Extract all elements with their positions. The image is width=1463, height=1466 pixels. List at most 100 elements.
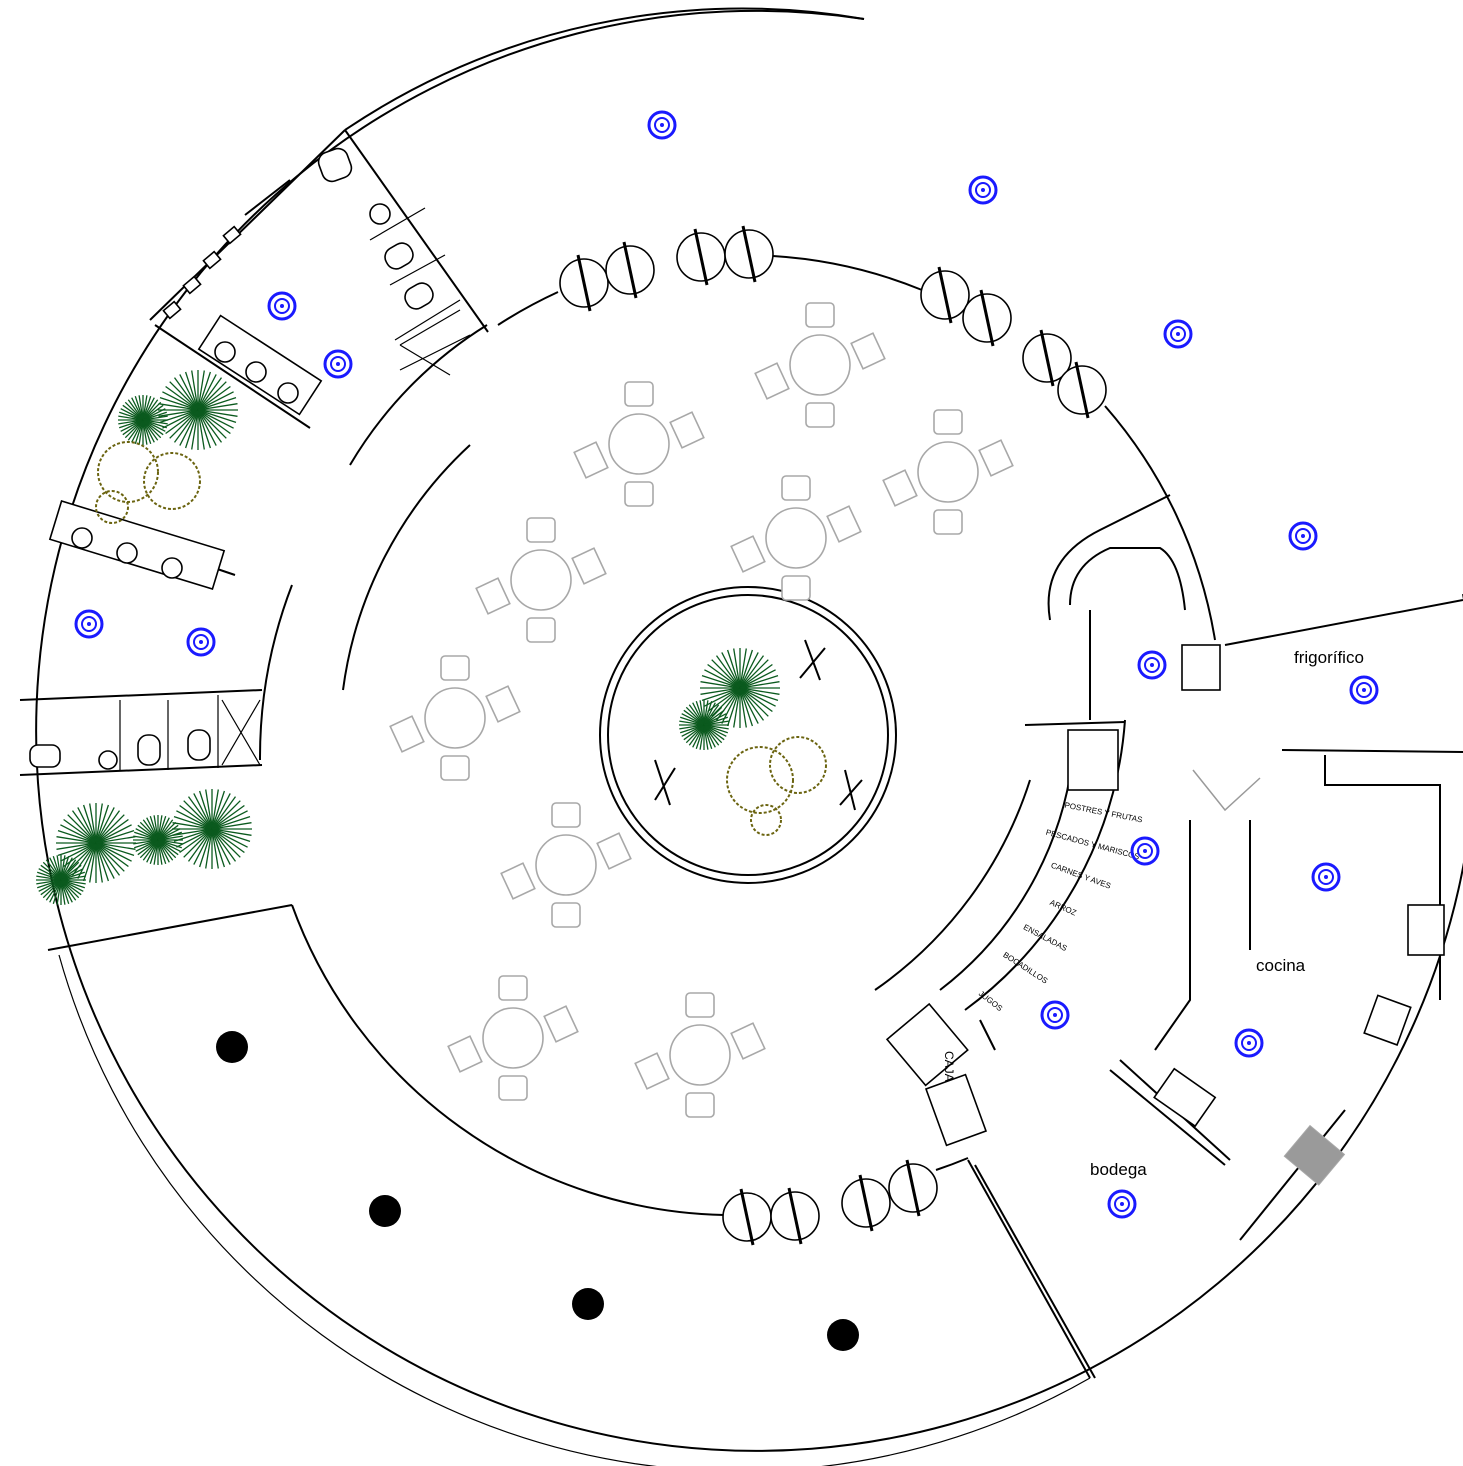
chair [498, 975, 528, 1001]
ceiling-light [647, 110, 677, 140]
restroom-block [149, 129, 489, 429]
glass-door [920, 266, 970, 324]
ceiling-light [323, 349, 353, 379]
palm-plant [36, 855, 86, 905]
chair [596, 832, 632, 870]
counter-section-label: JUGOS [977, 989, 1004, 1013]
glass-door [1057, 361, 1107, 419]
chair [551, 902, 581, 928]
chair [730, 535, 766, 573]
chair [389, 715, 425, 753]
dining-table [730, 475, 862, 601]
chair [805, 302, 835, 328]
chair [526, 617, 556, 643]
glass-door [559, 254, 609, 312]
dining-table [754, 302, 886, 428]
ceiling-light [1130, 836, 1160, 866]
ceiling-light [74, 609, 104, 639]
column [369, 1195, 401, 1227]
ceiling-light [1107, 1189, 1137, 1219]
chair [933, 509, 963, 535]
restroom-block-left [19, 500, 293, 951]
glass-door [605, 241, 655, 299]
chair [978, 439, 1014, 477]
chair [850, 332, 886, 370]
chair [933, 409, 963, 435]
glass-door [1022, 329, 1072, 387]
table-top [789, 334, 851, 396]
table-top [765, 507, 827, 569]
kitchen-walls [967, 494, 1463, 1379]
chair [624, 381, 654, 407]
serving-counter [885, 719, 1126, 1147]
columns [216, 1031, 859, 1351]
central-courtyard [599, 586, 897, 884]
table-top [608, 413, 670, 475]
shrub-plant [143, 452, 201, 510]
room-label-cocina: cocina [1256, 956, 1306, 975]
table-top [510, 549, 572, 611]
glass-door [676, 228, 726, 286]
ceiling-light [968, 175, 998, 205]
cashier-label: CAJA [942, 1051, 956, 1082]
ceiling-light [1288, 521, 1318, 551]
counter-section-label: ENSALADAS [1022, 923, 1069, 953]
chair [669, 411, 705, 449]
chair [526, 517, 556, 543]
chair [826, 505, 862, 543]
palm-plant [700, 648, 780, 728]
counter-section-label: ARROZ [1048, 898, 1077, 918]
chair [754, 362, 790, 400]
chair [440, 755, 470, 781]
dining-table [882, 409, 1014, 535]
table-top [917, 441, 979, 503]
glass-door [724, 225, 774, 283]
courtyard-stakes [654, 639, 863, 811]
palm-plant [172, 789, 252, 869]
palm-plant [679, 700, 729, 750]
dining-ring-wall [258, 255, 1216, 1216]
glass-door [770, 1187, 820, 1245]
chair [498, 1075, 528, 1101]
dining-table [389, 655, 521, 781]
shrub-plant [726, 746, 794, 814]
ceiling-light [1349, 675, 1379, 705]
shrub-plant [97, 441, 159, 503]
ceiling-light [1137, 650, 1167, 680]
chair [634, 1052, 670, 1090]
chair [500, 862, 536, 900]
chair [685, 1092, 715, 1118]
ceiling-light [1234, 1028, 1264, 1058]
chair [805, 402, 835, 428]
room-label-frigorifico: frigorífico [1294, 648, 1364, 667]
chair [485, 685, 521, 723]
shrub-plant [750, 804, 782, 836]
chair [573, 441, 609, 479]
ceiling-lights [74, 110, 1379, 1219]
chair [730, 1022, 766, 1060]
glass-door [962, 289, 1012, 347]
shrub-plant [769, 736, 827, 794]
table-top [535, 834, 597, 896]
ceiling-light [1311, 862, 1341, 892]
ceiling-light [1040, 1000, 1070, 1030]
table-top [424, 687, 486, 749]
chair [543, 1005, 579, 1043]
palm-plant [118, 395, 168, 445]
column [572, 1288, 604, 1320]
table-top [669, 1024, 731, 1086]
glass-door [722, 1188, 772, 1246]
chair [781, 475, 811, 501]
counter-section-label: PESCADOS Y MARISCOS [1045, 828, 1141, 862]
chair [551, 802, 581, 828]
room-label-bodega: bodega [1090, 1160, 1147, 1179]
chair [447, 1035, 483, 1073]
palm-plant [158, 370, 238, 450]
chair [571, 547, 607, 585]
dining-table [447, 975, 579, 1101]
ceiling-light [186, 627, 216, 657]
column [827, 1319, 859, 1351]
glass-door [841, 1174, 891, 1232]
